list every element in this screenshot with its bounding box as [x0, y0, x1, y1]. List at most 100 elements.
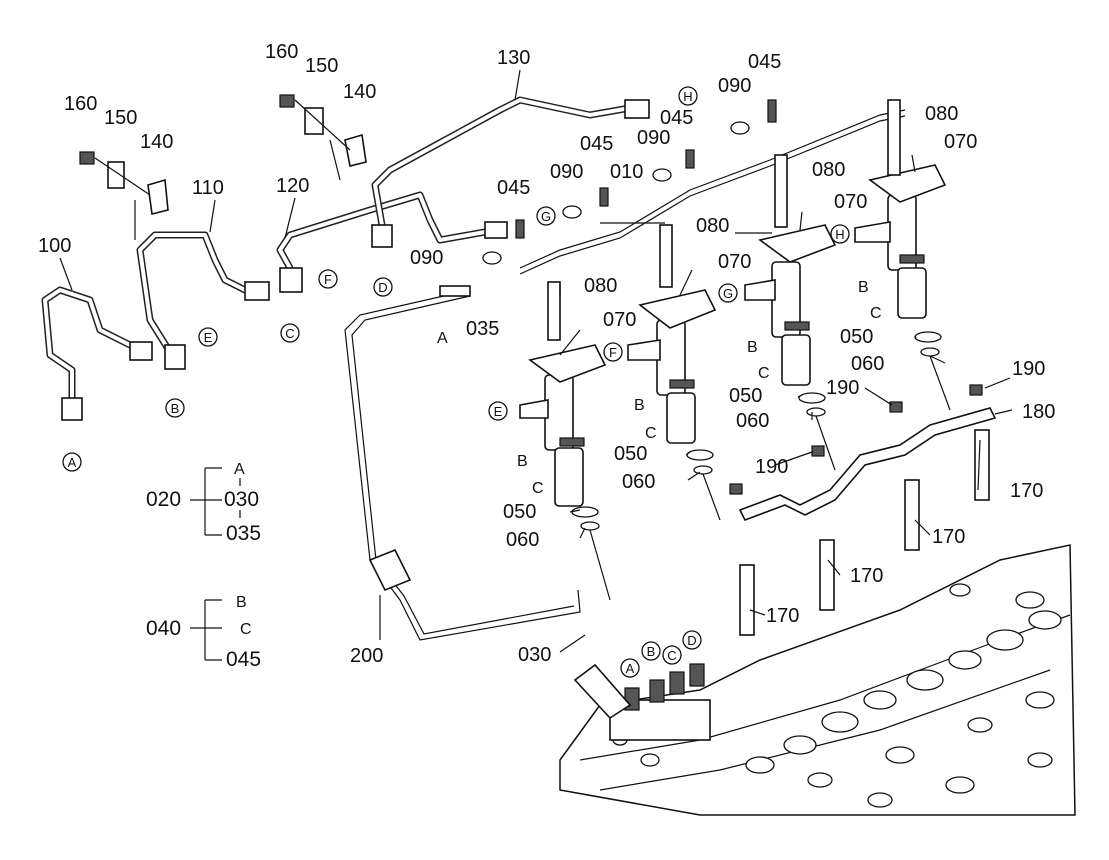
callout-b-110: B [165, 398, 185, 418]
label-060-d: 060 [851, 353, 884, 375]
label-080-c: 080 [812, 159, 845, 181]
callout-e-injector: E [488, 401, 508, 421]
callout-d-130: D [373, 277, 393, 297]
letter-b-4: B [858, 279, 869, 296]
callout-c-120: C [280, 323, 300, 343]
callout-b-pump: B [641, 641, 661, 661]
label-150-upper: 150 [305, 55, 338, 77]
svg-text:C: C [285, 326, 294, 341]
callout-d-pump: D [682, 630, 702, 650]
label-160-upper: 160 [265, 41, 298, 63]
injectors [519, 99, 951, 601]
svg-text:045: 045 [226, 648, 261, 671]
label-080-a: 080 [584, 275, 617, 297]
label-140-left: 140 [140, 131, 173, 153]
part-number-labels: 100 110 120 130 140 140 150 150 160 160 … [38, 41, 1055, 667]
label-140-upper: 140 [343, 81, 376, 103]
label-070-a: 070 [603, 309, 636, 331]
label-050-a: 050 [503, 501, 536, 523]
label-100: 100 [38, 235, 71, 257]
callout-a-hose: A [62, 452, 82, 472]
label-045-d: 045 [748, 51, 781, 73]
head-ports [612, 583, 1062, 808]
label-170-c: 170 [932, 526, 965, 548]
callout-g-pipe: G [536, 206, 556, 226]
callout-f-injector: F [603, 342, 623, 362]
label-070-b: 070 [718, 251, 751, 273]
svg-text:F: F [609, 345, 617, 360]
svg-text:B: B [647, 644, 656, 659]
letter-a-hose: A [437, 330, 448, 347]
label-045-b: 045 [580, 133, 613, 155]
injector-1 [519, 281, 611, 601]
label-090-d: 090 [718, 75, 751, 97]
label-045-c: 045 [660, 107, 693, 129]
label-160-left: 160 [64, 93, 97, 115]
svg-text:H: H [835, 227, 844, 242]
cylinder-head [559, 544, 1076, 816]
label-050-b: 050 [614, 443, 647, 465]
clamp-assembly-upper [279, 94, 367, 181]
letter-b-2: B [634, 397, 645, 414]
callout-a-pump: A [620, 658, 640, 678]
glow-plug-bus-bar [729, 384, 997, 522]
label-170-d: 170 [1010, 480, 1043, 502]
svg-text:035: 035 [226, 522, 261, 545]
label-050-c: 050 [729, 385, 762, 407]
label-180: 180 [1022, 401, 1055, 423]
label-090-a: 090 [410, 247, 443, 269]
leader-lines [59, 69, 1013, 653]
svg-text:A: A [234, 461, 245, 478]
label-170-b: 170 [850, 565, 883, 587]
glow-plugs [739, 429, 990, 636]
label-010: 010 [610, 161, 643, 183]
callout-g-injector: G [718, 283, 738, 303]
letter-c-4: C [870, 305, 882, 322]
svg-text:A: A [626, 661, 635, 676]
label-060-b: 060 [622, 471, 655, 493]
clamp-assembly-left [79, 151, 169, 240]
label-070-c: 070 [834, 191, 867, 213]
injector-3 [744, 154, 837, 471]
svg-text:G: G [723, 286, 733, 301]
label-190-c: 190 [755, 456, 788, 478]
label-190-a: 190 [1012, 358, 1045, 380]
callout-c-pump: C [662, 645, 682, 665]
svg-text:F: F [324, 272, 332, 287]
label-200: 200 [350, 645, 383, 667]
svg-text:D: D [687, 633, 696, 648]
svg-text:C: C [667, 648, 676, 663]
svg-text:E: E [204, 330, 213, 345]
letter-b-1: B [517, 453, 528, 470]
svg-text:G: G [541, 209, 551, 224]
svg-text:A: A [68, 455, 77, 470]
callout-markers: A B C D E F G H E F G H A B C D [62, 86, 850, 678]
label-090-c: 090 [637, 127, 670, 149]
letter-b-3: B [747, 339, 758, 356]
svg-text:B: B [236, 594, 247, 611]
label-090-b: 090 [550, 161, 583, 183]
callout-h-injector: H [830, 224, 850, 244]
label-060-a: 060 [506, 529, 539, 551]
label-120: 120 [276, 175, 309, 197]
label-170-a: 170 [766, 605, 799, 627]
svg-text:030: 030 [224, 488, 259, 511]
callout-h-pipe: H [678, 86, 698, 106]
assembly-group-020: 020 A 030 035 [146, 461, 261, 545]
label-080-d: 080 [925, 103, 958, 125]
label-030: 030 [518, 644, 551, 666]
label-190-b: 190 [826, 377, 859, 399]
label-070-d: 070 [944, 131, 977, 153]
injection-pump-outlets [573, 663, 711, 741]
letter-c-2: C [645, 425, 657, 442]
injector-2 [627, 224, 721, 521]
label-045-a: 045 [497, 177, 530, 199]
assembly-group-040: 040 B C 045 [146, 594, 261, 671]
label-110: 110 [192, 177, 224, 199]
label-130: 130 [497, 47, 530, 69]
label-060-c: 060 [736, 410, 769, 432]
banjo-bolts-and-gaskets [482, 99, 777, 265]
label-150-left: 150 [104, 107, 137, 129]
svg-text:B: B [171, 401, 180, 416]
